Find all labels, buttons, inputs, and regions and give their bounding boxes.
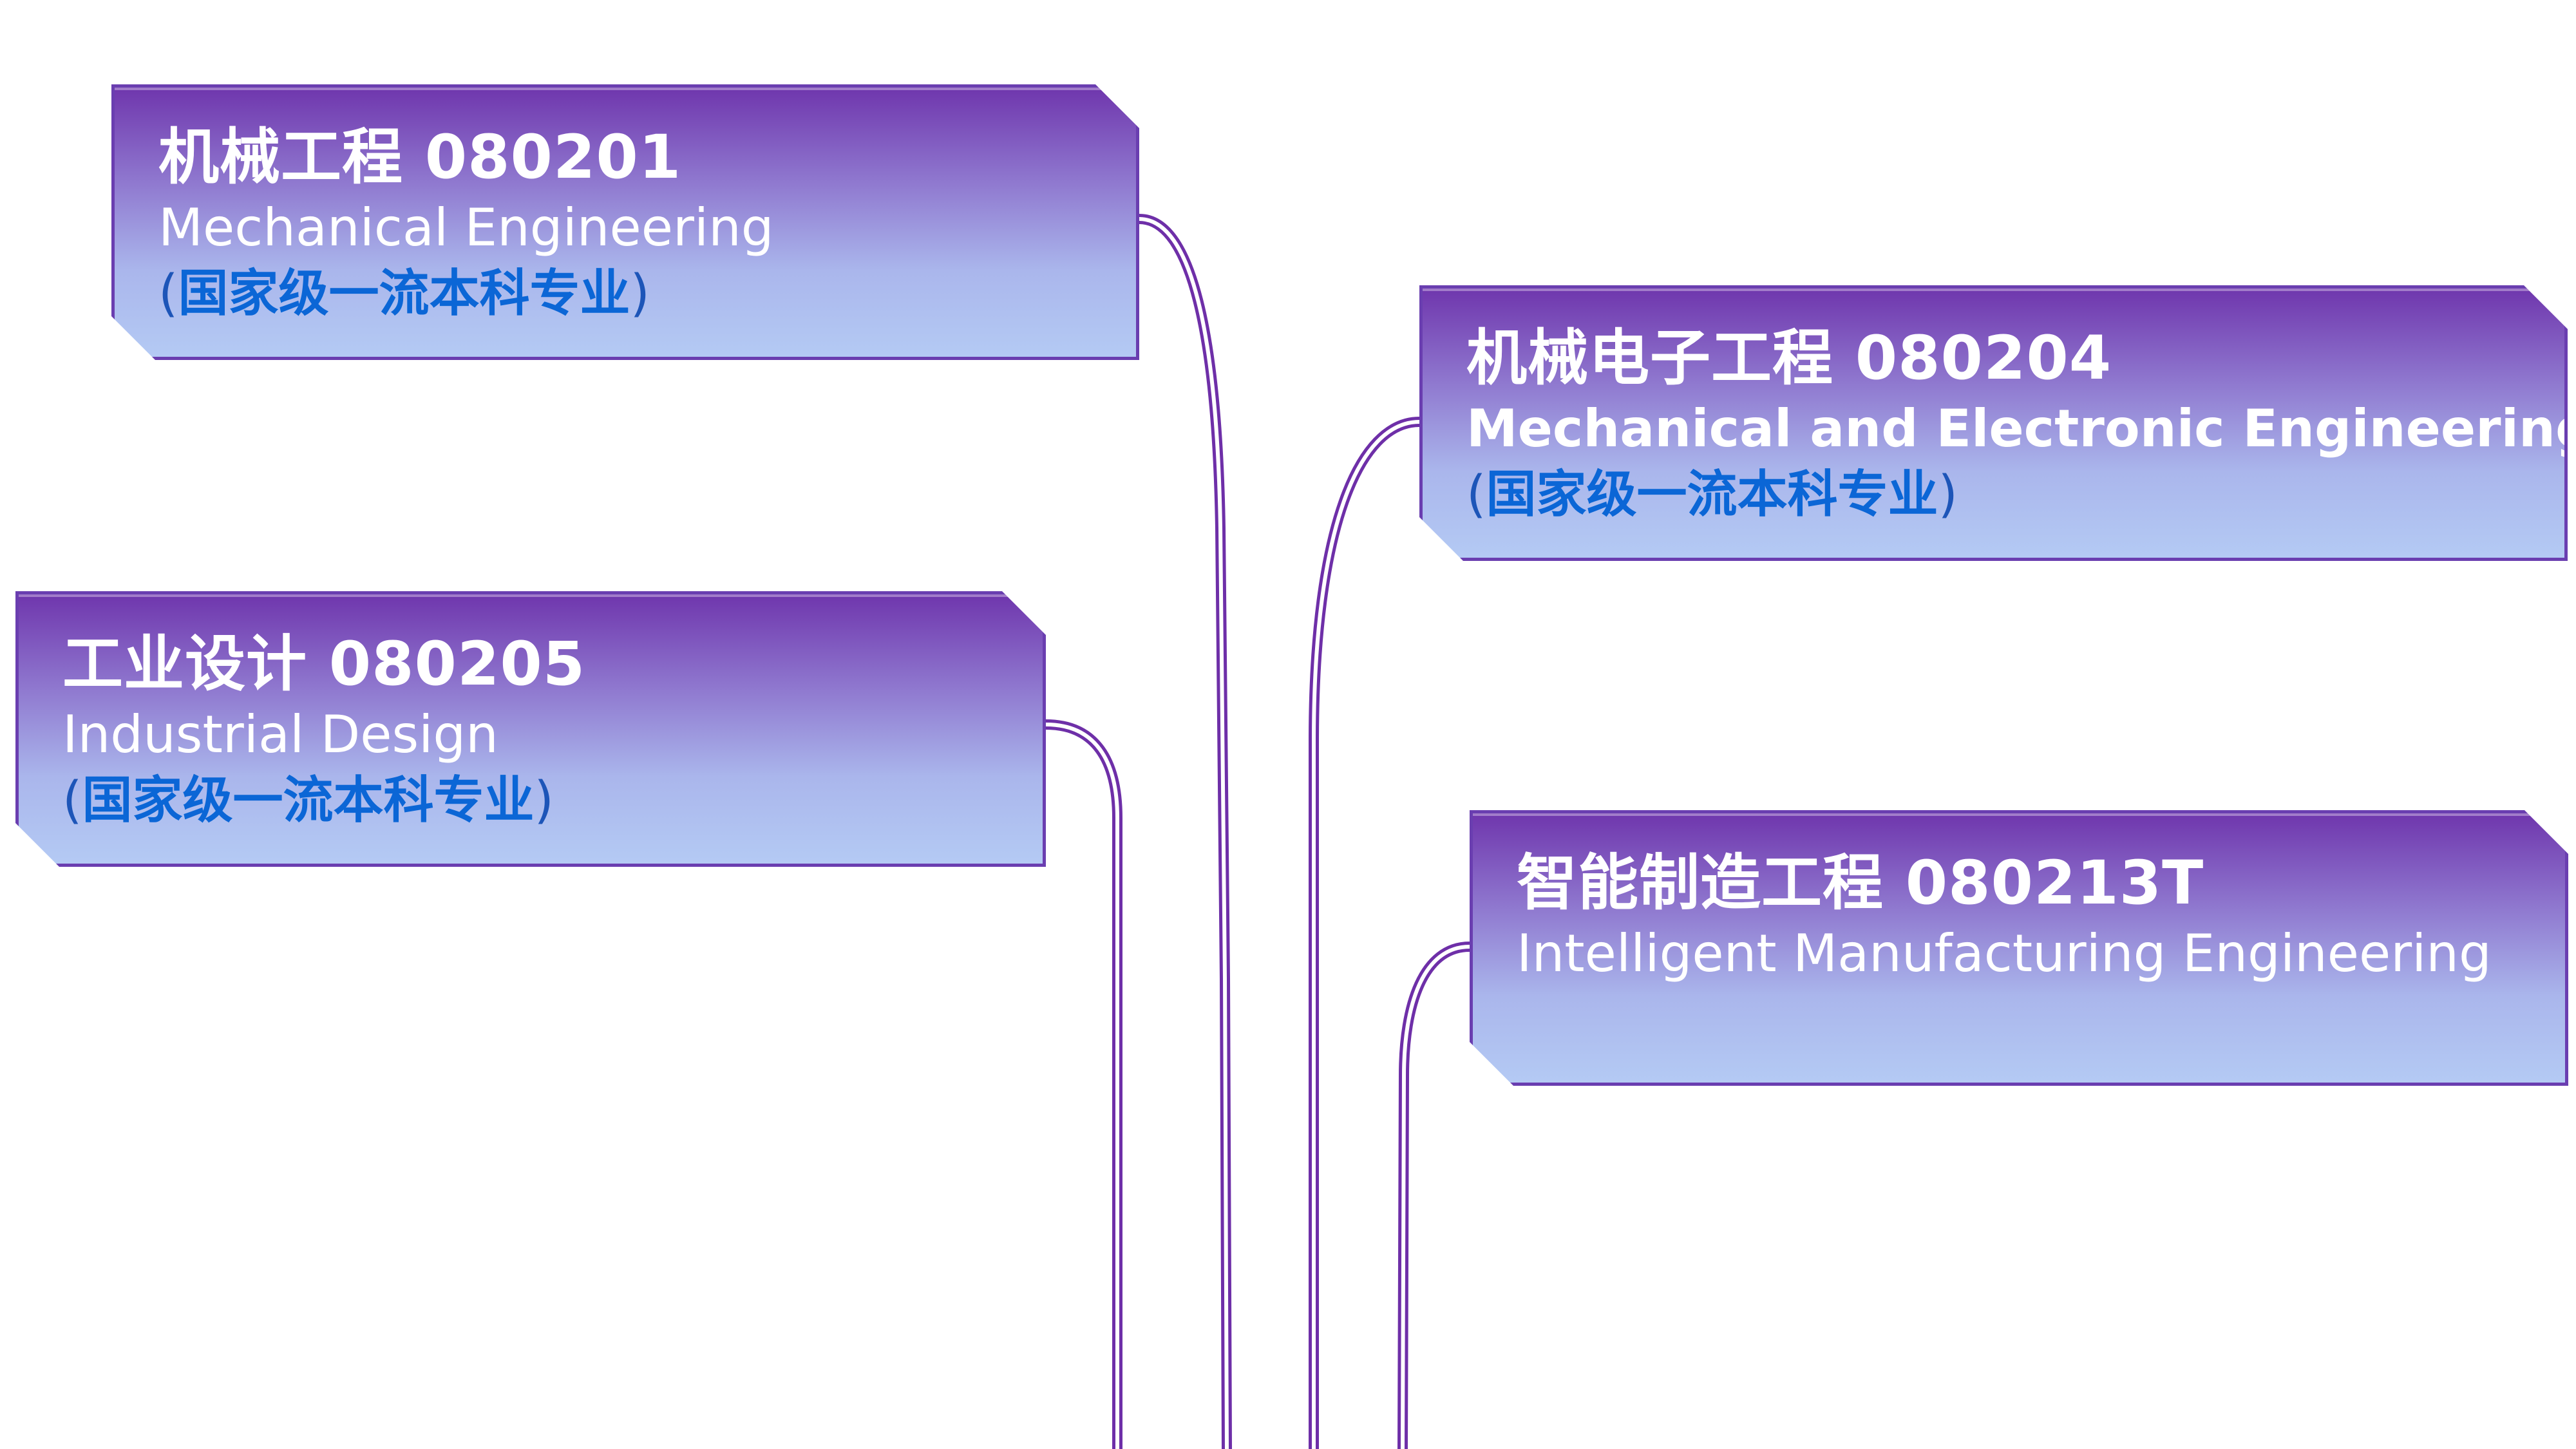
note-open-paren: ( <box>1466 466 1486 524</box>
connector-mechanical-inner <box>1137 217 1229 1449</box>
card-title: 机械电子工程 080204 <box>1466 323 2112 393</box>
connector-mechatronics <box>1309 417 1425 1449</box>
note-open-paren: ( <box>158 265 178 323</box>
note-label: 国家级一流本科专业 <box>1486 466 1938 524</box>
card-note: (国家级一流本科专业) <box>62 767 1043 834</box>
note-open-paren: ( <box>62 772 82 829</box>
card-mechanical-electronic-engineering: 机械电子工程 080204 Mechanical and Electronic … <box>1419 285 2568 561</box>
card-intelligent-manufacturing-engineering: 智能制造工程 080213T Intelligent Manufacturing… <box>1470 810 2568 1086</box>
card-subtitle: Mechanical and Electronic Engineering <box>1466 399 2568 459</box>
connector-industrial <box>1041 719 1122 1449</box>
note-label: 国家级一流本科专业 <box>82 772 535 829</box>
connector-intelligent <box>1397 942 1475 1449</box>
card-title: 智能制造工程 080213T <box>1517 848 2204 918</box>
connector-mechatronics-inner <box>1312 420 1421 1449</box>
card-industrial-design: 工业设计 080205 Industrial Design (国家级一流本科专业… <box>15 591 1046 867</box>
card-subtitle: Industrial Design <box>62 705 498 764</box>
card-note: (国家级一流本科专业) <box>158 260 1136 327</box>
card-title: 工业设计 080205 <box>62 629 586 699</box>
connector-industrial-inner <box>1044 723 1119 1449</box>
card-mechanical-engineering: 机械工程 080201 Mechanical Engineering (国家级一… <box>111 84 1139 360</box>
card-subtitle: Intelligent Manufacturing Engineering <box>1517 923 2492 983</box>
card-subtitle: Mechanical Engineering <box>158 198 774 258</box>
note-label: 国家级一流本科专业 <box>178 265 630 323</box>
note-close-paren: ) <box>1938 466 1958 524</box>
card-note: (国家级一流本科专业) <box>1466 461 2564 528</box>
connector-intelligent-inner <box>1401 945 1472 1449</box>
note-close-paren: ) <box>534 772 554 829</box>
card-title: 机械工程 080201 <box>158 122 682 193</box>
connector-mechanical <box>1134 214 1232 1449</box>
note-close-paren: ) <box>630 265 650 323</box>
